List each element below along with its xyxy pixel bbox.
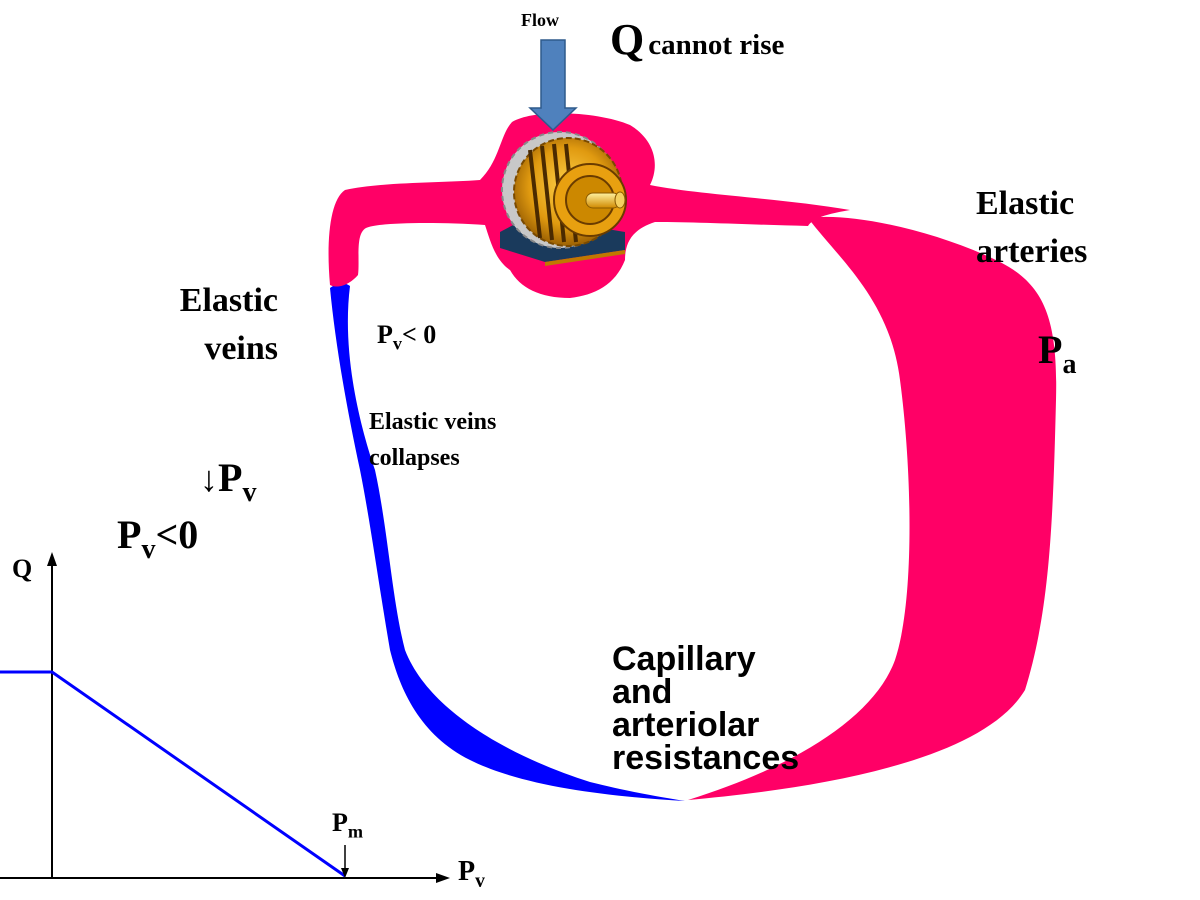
pv-less-than-zero-label: Pv<0 (117, 512, 199, 565)
elastic-arteries-label: Elastic arteries (976, 180, 1087, 276)
veins-collapse-line1: Elastic veins (369, 409, 497, 435)
pa-label: Pa (1038, 327, 1077, 380)
capillary-line1: Capillary (612, 640, 756, 678)
motor-pump-icon (500, 131, 627, 266)
graph-y-axis-label: Q (12, 554, 33, 583)
graph-x-axis-label: Pv (458, 856, 485, 892)
capillary-line4: resistances (612, 739, 800, 777)
pv-less-than-zero-inside: Pv< 0 (377, 320, 437, 354)
elastic-arteries-line2: arteries (976, 233, 1088, 270)
elastic-arteries (688, 216, 1057, 800)
elastic-arteries-line1: Elastic (976, 185, 1075, 222)
elastic-veins-line1: Elastic (179, 282, 278, 319)
cannot-rise-text: cannot rise (648, 29, 785, 61)
down-arrow-icon (528, 39, 578, 132)
capillary-line2: and (612, 673, 673, 711)
pv-decrease-label: ↓Pv (200, 455, 257, 508)
capillary-resistances-label: Capillary and arteriolar resistances (612, 640, 800, 777)
down-arrow-glyph: ↓ (200, 459, 218, 499)
q-vs-pv-graph (0, 552, 450, 883)
q-pv-curve (0, 670, 346, 878)
capillary-line3: arteriolar (612, 706, 760, 744)
veins-collapse-line2: collapses (369, 445, 460, 471)
q-symbol: Q (610, 15, 645, 64)
veins-collapse-label: Elastic veins collapses (369, 404, 496, 476)
pm-label: Pm (332, 808, 364, 842)
elastic-veins-label: Elastic veins (160, 277, 278, 373)
q-cannot-rise-label: Q cannot rise (610, 18, 784, 62)
flow-label: Flow (521, 10, 559, 30)
elastic-veins-line2: veins (204, 330, 278, 367)
